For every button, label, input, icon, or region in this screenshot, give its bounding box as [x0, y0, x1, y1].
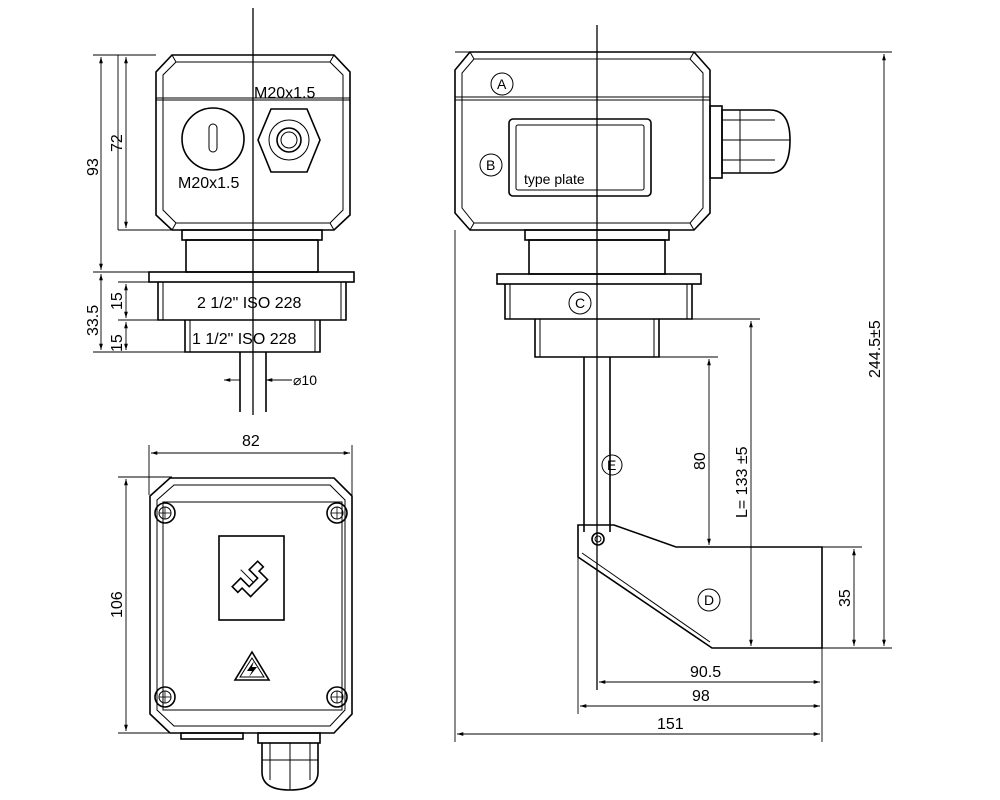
- dim-80: 80: [692, 452, 709, 470]
- dim-72: 72: [109, 134, 126, 152]
- plug-slot-icon: [208, 123, 218, 153]
- part-marker-a: [490, 72, 514, 96]
- cable-gland-side: [709, 105, 791, 179]
- left-side-view: M20x1.5 M20x1.5 2 1/2" ISO 228 1 1/2" IS…: [85, 8, 355, 415]
- screw-bottom-right: [326, 686, 348, 708]
- thread-label-lower: M20x1.5: [178, 175, 239, 192]
- dim-15-lower: 15: [109, 334, 126, 352]
- dim-98: 98: [692, 688, 710, 705]
- part-label-c: C: [575, 295, 585, 311]
- paddle-pivot: [591, 532, 605, 546]
- thread-label-upper: M20x1.5: [254, 85, 315, 102]
- screw-top-left: [154, 502, 176, 524]
- logo-icon: [231, 560, 269, 598]
- flange-lower-label: 1 1/2" ISO 228: [192, 331, 297, 348]
- dim-151: 151: [657, 716, 684, 733]
- dim-244-5: 244.5±5: [867, 320, 884, 378]
- dim-l-133: L= 133 ±5: [734, 446, 751, 518]
- type-plate: [508, 118, 652, 197]
- part-label-e: E: [607, 457, 616, 473]
- screw-bottom-left: [154, 686, 176, 708]
- logo-panel: [218, 535, 285, 621]
- flange-plate: [148, 271, 355, 283]
- dim-33-5: 33.5: [85, 305, 102, 336]
- hex-gland-left: [257, 108, 321, 173]
- part-label-a: A: [497, 76, 507, 92]
- type-plate-label: type plate: [524, 171, 585, 187]
- top-housing-outline: [149, 477, 353, 734]
- dim-15-upper: 15: [109, 292, 126, 310]
- shaft-diameter-label: ⌀10: [293, 372, 317, 388]
- part-marker-d: [697, 588, 721, 612]
- part-label-d: D: [704, 592, 714, 608]
- right-front-view: type plate A B C E: [454, 25, 892, 742]
- electric-warning-icon: [233, 650, 271, 681]
- part-label-b: B: [486, 157, 495, 173]
- dim-90-5: 90.5: [690, 664, 721, 681]
- cable-gland-bottom: [180, 732, 321, 791]
- dim-35: 35: [837, 589, 854, 607]
- blind-plug: [181, 107, 245, 171]
- paddle: [577, 524, 823, 649]
- part-marker-c: [568, 291, 592, 315]
- right-flange-plate: [496, 273, 702, 285]
- part-marker-b: [479, 153, 503, 177]
- dim-93: 93: [85, 158, 102, 176]
- left-top-view: 82 106: [109, 433, 353, 791]
- flange-upper-label: 2 1/2" ISO 228: [197, 295, 302, 312]
- housing-neck: [181, 229, 323, 241]
- part-marker-e: [601, 454, 623, 476]
- dim-82: 82: [242, 433, 260, 450]
- right-housing-outline: [454, 51, 711, 231]
- screw-top-right: [326, 502, 348, 524]
- housing-neck-lower: [185, 239, 319, 273]
- dim-106: 106: [109, 591, 126, 618]
